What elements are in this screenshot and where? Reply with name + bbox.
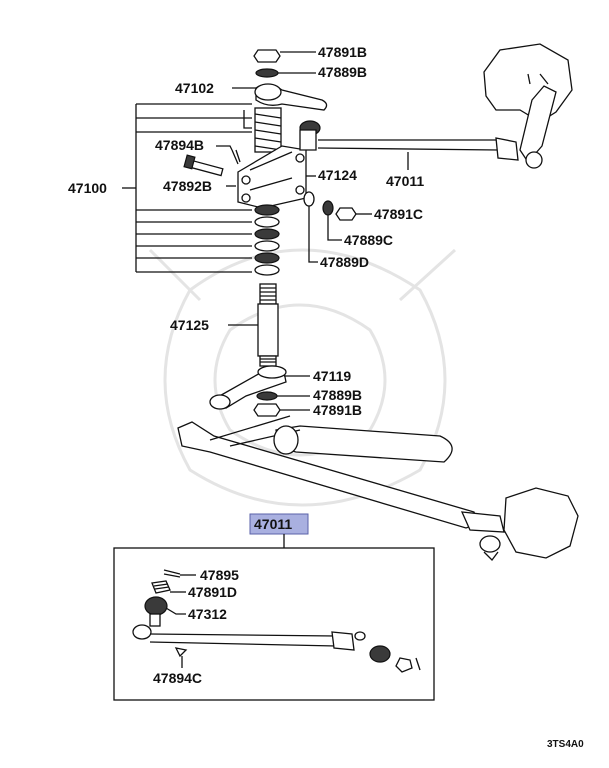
pitman-arm-assembly [209,365,287,417]
label-47894B: 47894B [155,137,204,153]
label-47011-box: 47011 [254,516,292,532]
label-47312: 47312 [188,606,227,622]
label-47124: 47124 [318,167,357,183]
diagram-code: 3TS4A0 [547,739,584,750]
leader-lines [122,51,409,411]
label-47119: 47119 [313,368,351,384]
label-47889C: 47889C [344,232,393,248]
label-47889D: 47889D [320,254,369,270]
lower-center-link [177,415,579,561]
label-47891D: 47891D [188,584,237,600]
highlight-47011-box [249,513,309,535]
label-47011-top: 47011 [386,173,424,189]
label-47102: 47102 [175,80,214,96]
label-47892B: 47892B [163,178,212,194]
label-47894C: 47894C [153,670,202,686]
detail-leader-lines [165,574,196,668]
label-47891B-low: 47891B [313,402,362,418]
tie-rod-detail [132,569,421,673]
label-47125: 47125 [170,317,209,333]
upper-tie-rod [299,43,573,169]
label-47891C: 47891C [374,206,423,222]
idler-arm-assembly [183,49,357,276]
tie-rod-detail-box [113,547,435,701]
pitman-shaft [257,283,279,367]
label-47100: 47100 [68,180,107,196]
label-47889B-low: 47889B [313,387,362,403]
label-47891B-top: 47891B [318,44,367,60]
label-47889B-top: 47889B [318,64,367,80]
label-47895: 47895 [200,567,239,583]
